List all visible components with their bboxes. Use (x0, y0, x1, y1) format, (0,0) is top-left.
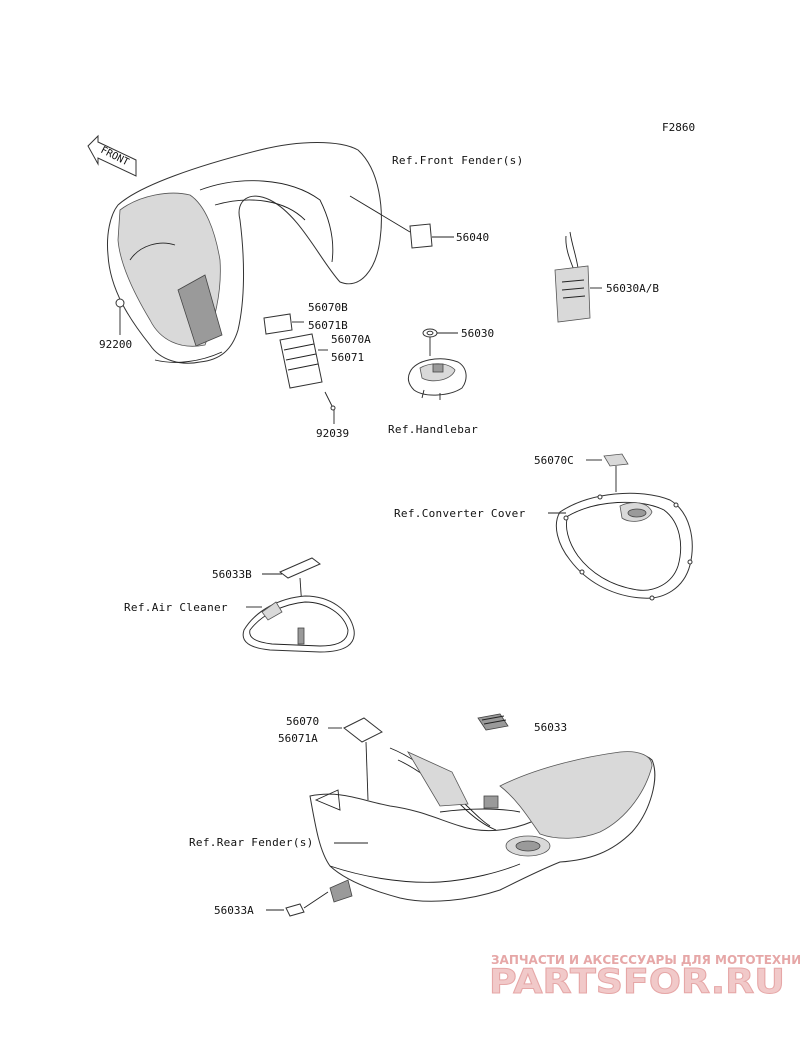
label-56071a: 56071A (278, 732, 318, 745)
ref-air-cleaner: Ref.Air Cleaner (124, 601, 228, 614)
front-arrow: FRONT (87, 134, 137, 177)
label-56071b: 56071B (308, 319, 348, 332)
label-92200: 92200 (99, 338, 132, 351)
part-56040: 56040 (409, 223, 489, 249)
watermark-tagline: ЗАПЧАСТИ И АКСЕССУАРЫ ДЛЯ МОТОТЕХНИКИ (491, 953, 800, 967)
figure-code: F2860 (662, 121, 695, 134)
label-56033a: 56033A (214, 904, 254, 917)
label-56030: 56030 (461, 327, 494, 340)
rear-fender-drawing (309, 747, 656, 903)
part-56030: 56030 (422, 327, 494, 356)
part-56070a: 56070A 56071 (279, 333, 371, 389)
ref-rear-fender: Ref.Rear Fender(s) (189, 836, 314, 849)
converter-cover-drawing (555, 492, 693, 601)
label-56033b: 56033B (212, 568, 252, 581)
ref-handlebar: Ref.Handlebar (388, 423, 478, 436)
label-56071: 56071 (331, 351, 364, 364)
part-56030ab: 56030A/B (554, 231, 659, 323)
watermark-logo: PARTSFOR.RU (489, 962, 785, 1002)
part-56033a: 56033A (214, 891, 329, 917)
handlebar-cover-drawing (407, 358, 467, 400)
part-56070: 56070 56071A (278, 715, 383, 801)
front-fender-drawing (107, 142, 382, 364)
label-56070b: 56070B (308, 301, 348, 314)
air-cleaner-drawing (242, 595, 355, 653)
label-56040: 56040 (456, 231, 489, 244)
ref-converter-cover: Ref.Converter Cover (394, 507, 526, 520)
label-56070: 56070 (286, 715, 319, 728)
part-92200: 92200 (99, 298, 132, 351)
part-56070c: 56070C (534, 453, 629, 492)
ref-front-fender: Ref.Front Fender(s) (392, 154, 524, 167)
part-56033: 56033 (477, 713, 567, 734)
label-92039: 92039 (316, 427, 349, 440)
label-56030ab: 56030A/B (606, 282, 659, 295)
label-56070a: 56070A (331, 333, 371, 346)
part-56070b: 56070B 56071B (263, 301, 348, 335)
part-92039: 92039 (316, 391, 349, 440)
label-56033: 56033 (534, 721, 567, 734)
label-56070c: 56070C (534, 454, 574, 467)
